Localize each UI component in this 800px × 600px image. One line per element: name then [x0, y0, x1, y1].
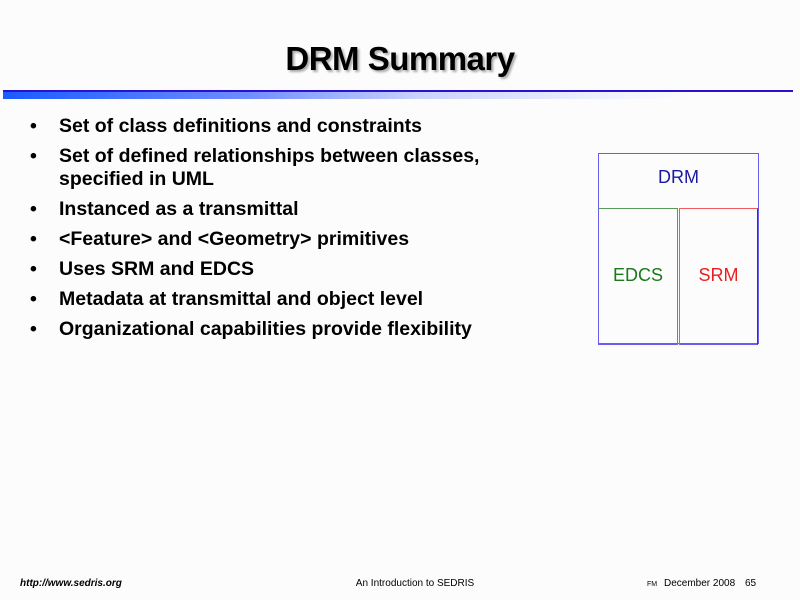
bullet-item: • Set of defined relationships between cl…	[28, 145, 568, 191]
bullet-item: • Uses SRM and EDCS	[28, 258, 568, 281]
edcs-label: EDCS	[612, 265, 663, 285]
footer-date: December 2008	[664, 578, 736, 589]
bullet-text: Organizational capabilities provide flex…	[59, 318, 472, 340]
title-underline-bar	[3, 90, 793, 100]
bullet-icon: •	[30, 258, 37, 280]
edcs-box: EDCS	[598, 208, 678, 345]
bullet-text: Set of class definitions and constraints	[59, 115, 422, 137]
drm-diagram: DRM EDCS SRM	[598, 153, 759, 345]
bullet-icon: •	[30, 115, 37, 137]
bullet-text: <Feature> and <Geometry> primitives	[59, 228, 410, 250]
bullet-item: • Organizational capabilities provide fle…	[28, 318, 568, 341]
bullet-item: • <Feature> and <Geometry> primitives	[28, 228, 568, 251]
bullet-item: • Metadata at transmittal and object leve…	[28, 288, 568, 311]
bullet-item: • Set of class definitions and constraint…	[28, 115, 568, 138]
drm-label: DRM	[658, 167, 699, 187]
bullet-icon: •	[30, 198, 37, 220]
srm-label: SRM	[698, 265, 739, 285]
bullet-icon: •	[30, 318, 37, 340]
page-number: 65	[745, 578, 757, 589]
footer-mark: FM	[647, 581, 658, 588]
slide-title: DRM Summary	[285, 40, 515, 77]
bullet-text: Uses SRM and EDCS	[59, 258, 255, 280]
srm-box: SRM	[679, 208, 758, 345]
bullet-text: Set of defined relationships between cla…	[59, 145, 480, 190]
bullet-icon: •	[30, 288, 37, 310]
bullet-icon: •	[30, 228, 37, 250]
bullet-list: • Set of class definitions and constraint…	[28, 115, 568, 348]
bullet-text: Instanced as a transmittal	[59, 198, 299, 220]
bullet-icon: •	[30, 145, 37, 167]
bullet-text: Metadata at transmittal and object level	[59, 288, 424, 310]
bullet-item: • Instanced as a transmittal	[28, 198, 568, 221]
footer-title: An Introduction to SEDRIS	[355, 578, 475, 589]
footer-url[interactable]: http://www.sedris.org	[20, 578, 122, 589]
